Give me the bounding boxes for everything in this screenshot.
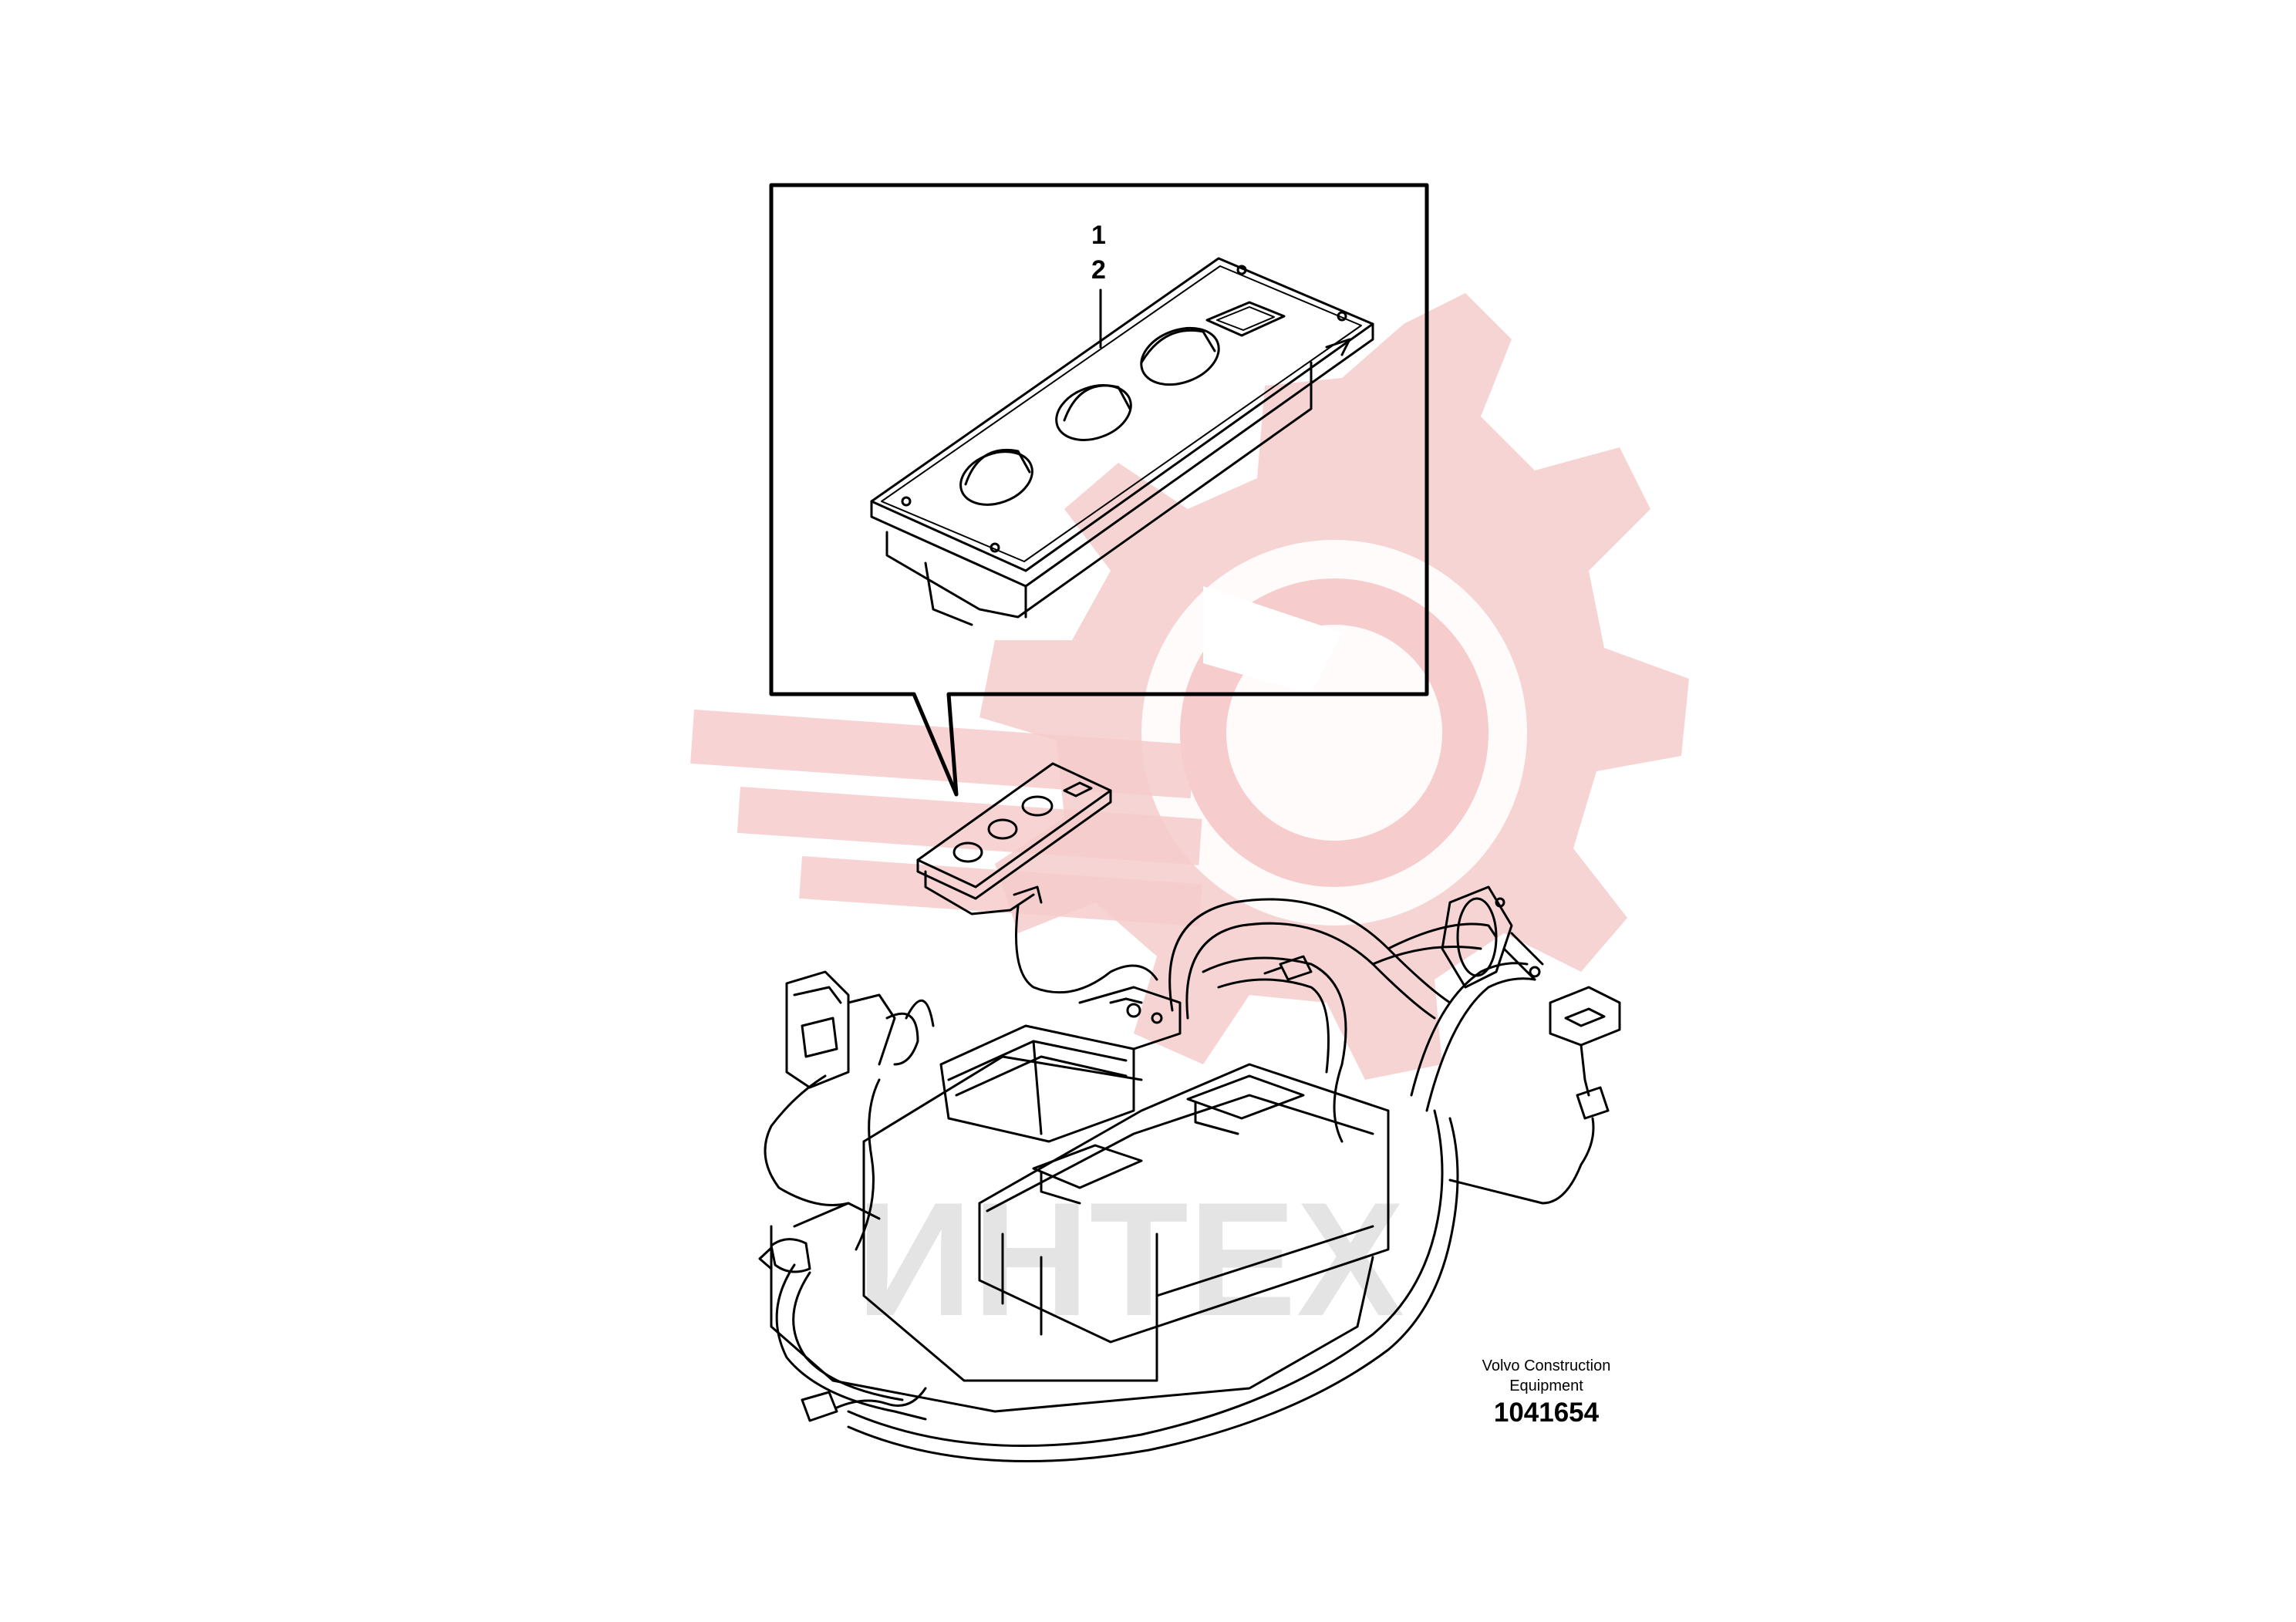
wire-connector-top [1263, 955, 1313, 981]
wire-connector-bottom [801, 1387, 927, 1422]
hvac-unit [770, 986, 1390, 1413]
temperature-sensor [1448, 986, 1621, 1205]
callout-number-1: 1 [1091, 221, 1106, 250]
publisher-credit: Volvo Construction Equipment [1431, 1356, 1662, 1396]
relay-bracket [764, 970, 935, 1251]
heater-hoses [758, 898, 1536, 1463]
control-panel-enlarged [870, 257, 1374, 626]
control-panel-small [916, 762, 1158, 994]
callout-number-2: 2 [1091, 255, 1106, 285]
svg-text:ИНТЕХ: ИНТЕХ [856, 1168, 1404, 1350]
credit-line-2: Equipment [1509, 1378, 1583, 1394]
credit-line-1: Volvo Construction [1482, 1357, 1611, 1374]
hose-flange [1441, 885, 1544, 989]
detail-callout-box [769, 183, 1429, 797]
diagram-part-number: 1041654 [1493, 1398, 1600, 1428]
